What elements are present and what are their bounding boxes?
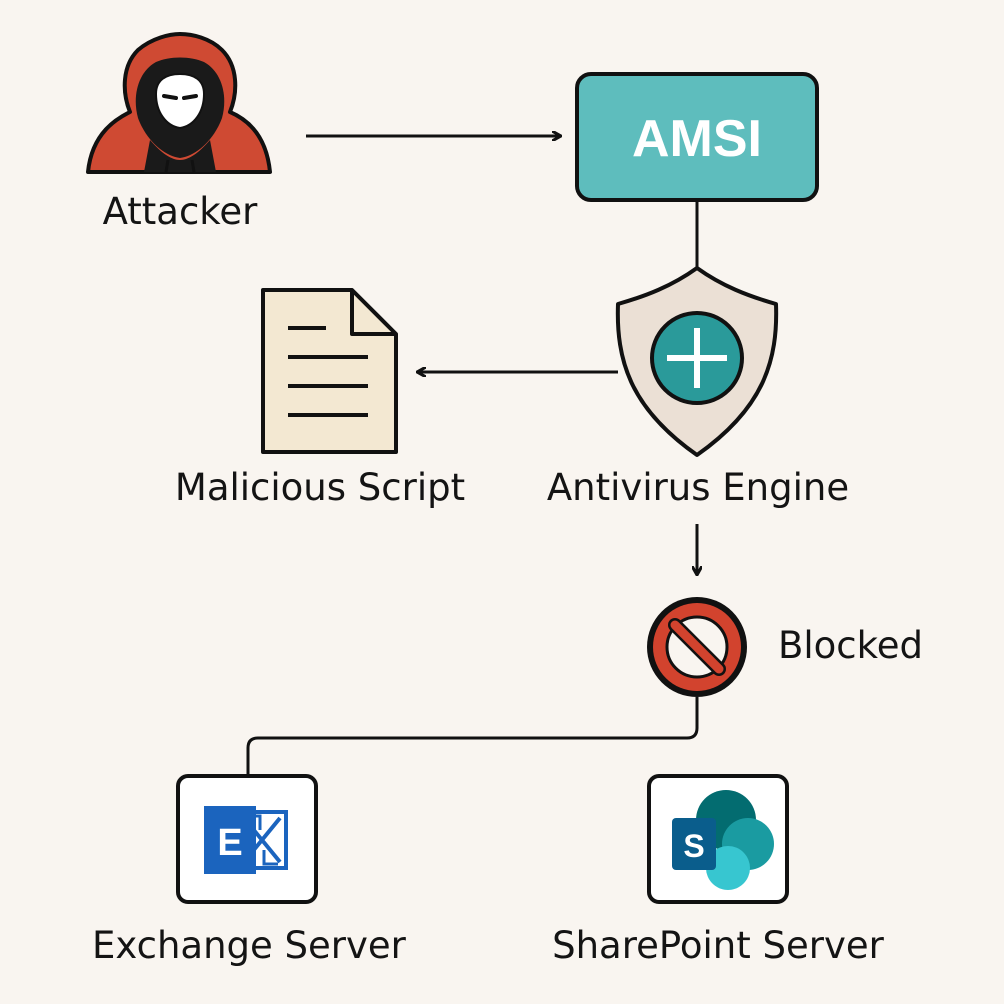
exchange-icon-letter: E [217, 822, 242, 864]
attacker-label: Attacker [102, 190, 258, 233]
sharepoint-server-label: SharePoint Server [552, 924, 884, 967]
exchange-icon: E [176, 774, 318, 904]
attacker-icon [86, 32, 272, 174]
blocked-label: Blocked [778, 624, 924, 667]
document-icon [261, 288, 398, 454]
exchange-server-label: Exchange Server [92, 924, 406, 967]
amsi-label: AMSI [632, 110, 762, 168]
antivirus-engine-label: Antivirus Engine [546, 466, 850, 509]
shield-icon [615, 266, 779, 457]
sharepoint-icon-letter: S [683, 828, 704, 864]
connector-blocked-to-exchange [246, 697, 699, 776]
blocked-icon [647, 597, 747, 697]
sharepoint-icon: S [647, 774, 789, 904]
malicious-script-label: Malicious Script [174, 466, 466, 509]
